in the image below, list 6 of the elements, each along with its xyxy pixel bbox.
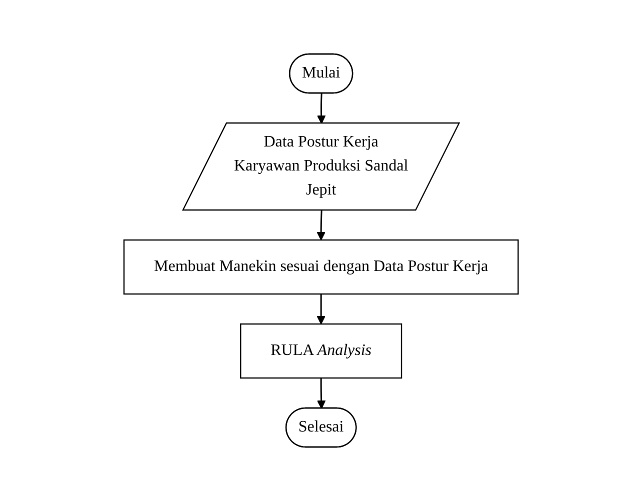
arrow <box>316 210 326 240</box>
node-box: RULA Analysis <box>240 322 402 378</box>
arrow <box>316 92 326 124</box>
arrow <box>316 378 326 408</box>
arrow <box>316 294 326 324</box>
node-box: Membuat Manekin sesuai dengan Data Postur Kerja <box>123 238 519 294</box>
